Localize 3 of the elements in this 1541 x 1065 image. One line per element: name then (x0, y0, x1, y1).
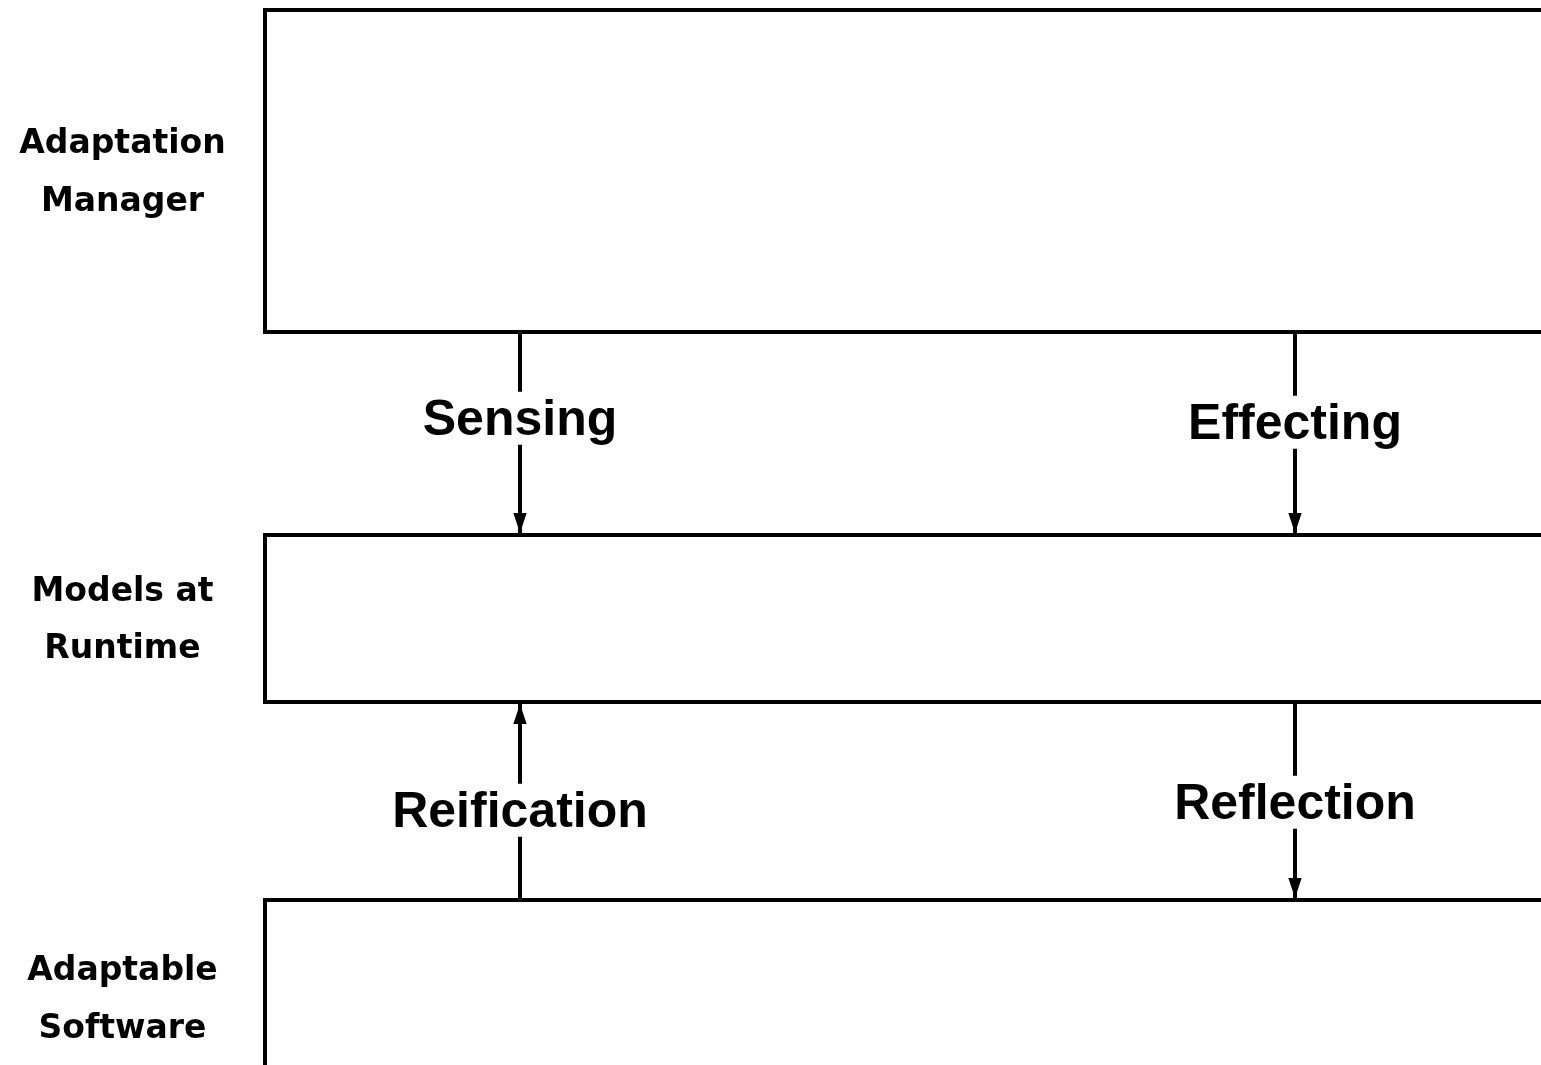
layer-title: Adaptable Software (26, 948, 219, 1048)
layer-title: Adaptation Manager (18, 121, 227, 221)
layer-title: Models at Runtime (30, 568, 215, 669)
